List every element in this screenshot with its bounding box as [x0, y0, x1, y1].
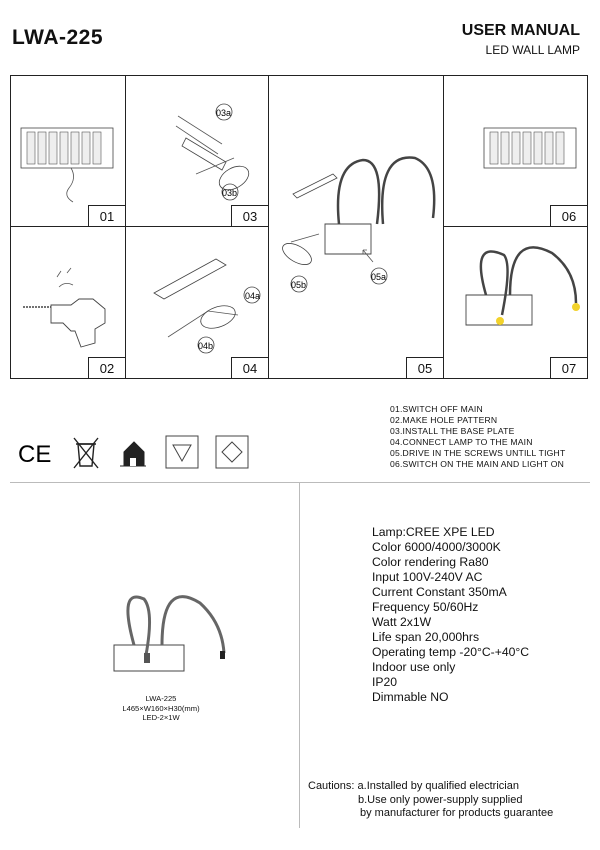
- step-panel-03: 03a 03b 03: [126, 76, 269, 227]
- step-panel-05: 05b 05a 05: [269, 76, 444, 379]
- section-divider: [10, 482, 590, 483]
- spec-line: IP20: [372, 675, 398, 689]
- spec-line: Watt 2x1W: [372, 615, 432, 629]
- manual-title: USER MANUAL: [461, 22, 580, 39]
- wiring-connection-icon: 04a 04b: [153, 258, 261, 354]
- lamp-lit-icon: [465, 246, 580, 326]
- indoor-house-icon: [116, 434, 152, 470]
- spec-line: Color rendering Ra80: [372, 555, 489, 569]
- product-illustration: [113, 595, 226, 672]
- column-divider: [299, 483, 300, 828]
- step-number: 05: [406, 357, 443, 378]
- product-dimensions: L465×W160×H30(mm): [122, 703, 200, 713]
- spec-line: Frequency 50/60Hz: [372, 600, 479, 614]
- product-caption: LWA-225 L465×W160×H30(mm) LED-2×1W: [96, 694, 226, 723]
- step-panel-06: 06: [444, 76, 587, 227]
- model-number: LWA-225: [12, 26, 104, 49]
- svg-text:CE: CE: [18, 441, 51, 468]
- instruction-step: 05.DRIVE IN THE SCREWS UNTILL TIGHT: [390, 448, 566, 458]
- spec-line: Lamp:CREE XPE LED: [372, 525, 495, 539]
- spec-line: Current Constant 350mA: [372, 585, 507, 599]
- product-subtitle: LED WALL LAMP: [485, 43, 580, 57]
- callout-05a: 05a: [371, 272, 386, 282]
- mount-lamp-icon: 05b 05a: [282, 156, 436, 293]
- step-panel-07: 07: [444, 227, 587, 379]
- step-number: 07: [550, 357, 587, 378]
- step-number: 03: [231, 205, 268, 226]
- callout-04a: 04a: [245, 291, 260, 301]
- product-model: LWA-225: [145, 694, 177, 703]
- spec-line: Indoor use only: [372, 660, 456, 674]
- product-led: LED-2×1W: [142, 713, 180, 722]
- instruction-step: 06.SWITCH ON THE MAIN AND LIGHT ON: [390, 459, 565, 469]
- spec-line: Color 6000/4000/3000K: [372, 540, 501, 554]
- diamond-mark-icon: [214, 434, 250, 470]
- callout-05b: 05b: [291, 280, 306, 290]
- specifications: Lamp:CREE XPE LED Color 6000/4000/3000K …: [372, 525, 529, 705]
- triangle-mark-icon: [164, 434, 200, 470]
- step-panel-04: 04a 04b 04: [126, 227, 269, 379]
- spec-line: Operating temp -20°C-+40°C: [372, 645, 530, 659]
- instruction-step: 02.MAKE HOLE PATTERN: [390, 415, 498, 425]
- callout-03a: 03a: [216, 108, 231, 118]
- instruction-step: 04.CONNECT LAMP TO THE MAIN: [390, 437, 533, 447]
- spec-line: Life span 20,000hrs: [372, 630, 480, 644]
- step-panel-02: 02: [11, 227, 126, 379]
- spec-line: Input 100V-240V AC: [372, 570, 483, 584]
- breaker-panel-off-icon: [20, 127, 114, 203]
- spec-line: Dimmable NO: [372, 690, 449, 704]
- base-plate-screws-icon: 03a 03b: [175, 103, 250, 201]
- step-number: 01: [88, 205, 125, 226]
- callout-03b: 03b: [222, 188, 237, 198]
- step-panel-01: 01: [11, 76, 126, 227]
- instruction-list: 01.SWITCH OFF MAIN 02.MAKE HOLE PATTERN …: [390, 404, 565, 470]
- installation-steps-grid: 01 02 03a 03b 03: [10, 75, 588, 379]
- step-number: 06: [550, 205, 587, 226]
- caution-line: by manufacturer for products guarantee: [360, 807, 554, 819]
- instruction-step: 01.SWITCH OFF MAIN: [390, 404, 483, 414]
- drill-icon: [23, 267, 106, 348]
- instruction-step: 03.INSTALL THE BASE PLATE: [390, 426, 515, 436]
- cautions: Cautions: a.Installed by qualified elect…: [308, 780, 553, 821]
- callout-04b: 04b: [198, 341, 213, 351]
- breaker-panel-on-icon: [483, 127, 577, 169]
- weee-bin-icon: [68, 434, 104, 470]
- step-number: 04: [231, 357, 268, 378]
- ce-mark-icon: CE: [16, 434, 52, 470]
- caution-line: b.Use only power-supply supplied: [358, 793, 523, 806]
- caution-line: Cautions: a.Installed by qualified elect…: [308, 780, 519, 792]
- step-number: 02: [88, 357, 125, 378]
